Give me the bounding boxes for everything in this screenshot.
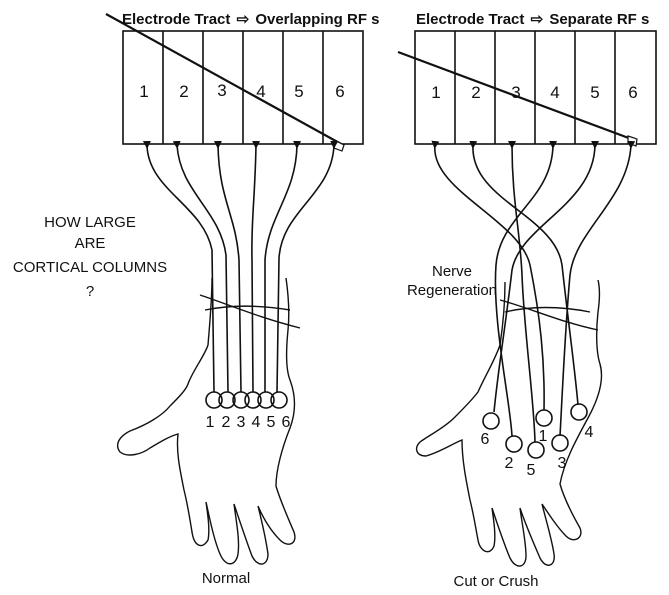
right-column-number: 5 [590, 83, 599, 102]
right-column-number: 6 [628, 83, 637, 102]
left-rf-label: 5 [267, 414, 276, 431]
right-receptive-field [506, 436, 522, 452]
left-nerve-fiber [252, 145, 256, 392]
right-column-number: 3 [511, 83, 520, 102]
right-rf-label: 6 [481, 431, 490, 448]
right-receptive-field [483, 413, 499, 429]
right-nerve-fiber [512, 145, 535, 442]
left-rf-label: 4 [252, 414, 261, 431]
right-column-number: 1 [431, 83, 440, 102]
right-rf-label: 3 [558, 455, 567, 472]
right-rf-label: 5 [527, 462, 536, 479]
left-rf-label: 6 [282, 414, 291, 431]
left-column-number: 3 [217, 81, 226, 100]
right-column-number: 4 [550, 83, 559, 102]
question-line: HOW LARGE [44, 214, 136, 231]
right-rf-label: 1 [539, 428, 548, 445]
left-rf-labels: 1 2 3 4 5 6 [206, 414, 291, 431]
left-receptive-fields [206, 392, 287, 408]
right-column-number: 2 [471, 83, 480, 102]
right-nerve-fiber [494, 145, 595, 412]
svg-text:Regeneration: Regeneration [407, 282, 497, 299]
svg-text:Nerve: Nerve [432, 263, 472, 280]
right-nerve-fiber [473, 145, 578, 405]
left-column-number: 5 [294, 82, 303, 101]
left-nerve-fiber [218, 145, 241, 392]
left-panel: Electrode Tract ⇨ Overlapping RF s 1 2 3… [106, 11, 380, 587]
right-rf-label: 2 [505, 455, 514, 472]
question-line: ARE [75, 235, 106, 252]
left-electrode-tract [106, 14, 343, 145]
left-title: Electrode Tract ⇨ Overlapping RF s [122, 11, 380, 28]
left-nerve-fiber [265, 145, 297, 392]
right-panel: Electrode Tract ⇨ Separate RF s 1 2 3 4 … [398, 11, 656, 590]
left-column-numbers: 1 2 3 4 5 6 [139, 81, 344, 101]
left-electrode-tip [334, 141, 344, 151]
right-caption: Cut or Crush [453, 573, 538, 590]
left-column-number: 6 [335, 82, 344, 101]
left-nerve-fibers [147, 145, 334, 392]
right-title: Electrode Tract ⇨ Separate RF s [416, 11, 649, 28]
left-rf-label: 3 [237, 414, 246, 431]
left-nerve-fiber [177, 145, 228, 392]
left-caption: Normal [202, 570, 250, 587]
left-nerve-fiber [277, 145, 334, 392]
question-text: HOW LARGE ARE CORTICAL COLUMNS ? [13, 214, 167, 300]
right-receptive-field [536, 410, 552, 426]
right-nerve-fiber [560, 145, 631, 436]
nerve-regeneration-label: Nerve Regeneration [407, 263, 497, 299]
right-rf-label: 4 [585, 424, 594, 441]
left-column-number: 2 [179, 82, 188, 101]
left-rf-label: 2 [222, 414, 231, 431]
question-line: CORTICAL COLUMNS [13, 259, 167, 276]
left-rf-label: 1 [206, 414, 215, 431]
left-column-number: 1 [139, 82, 148, 101]
right-rf-labels: 6 2 5 1 3 4 [481, 424, 594, 479]
right-receptive-field [552, 435, 568, 451]
question-line: ? [86, 283, 94, 300]
right-hand-outline [417, 280, 602, 566]
right-receptive-field [571, 404, 587, 420]
